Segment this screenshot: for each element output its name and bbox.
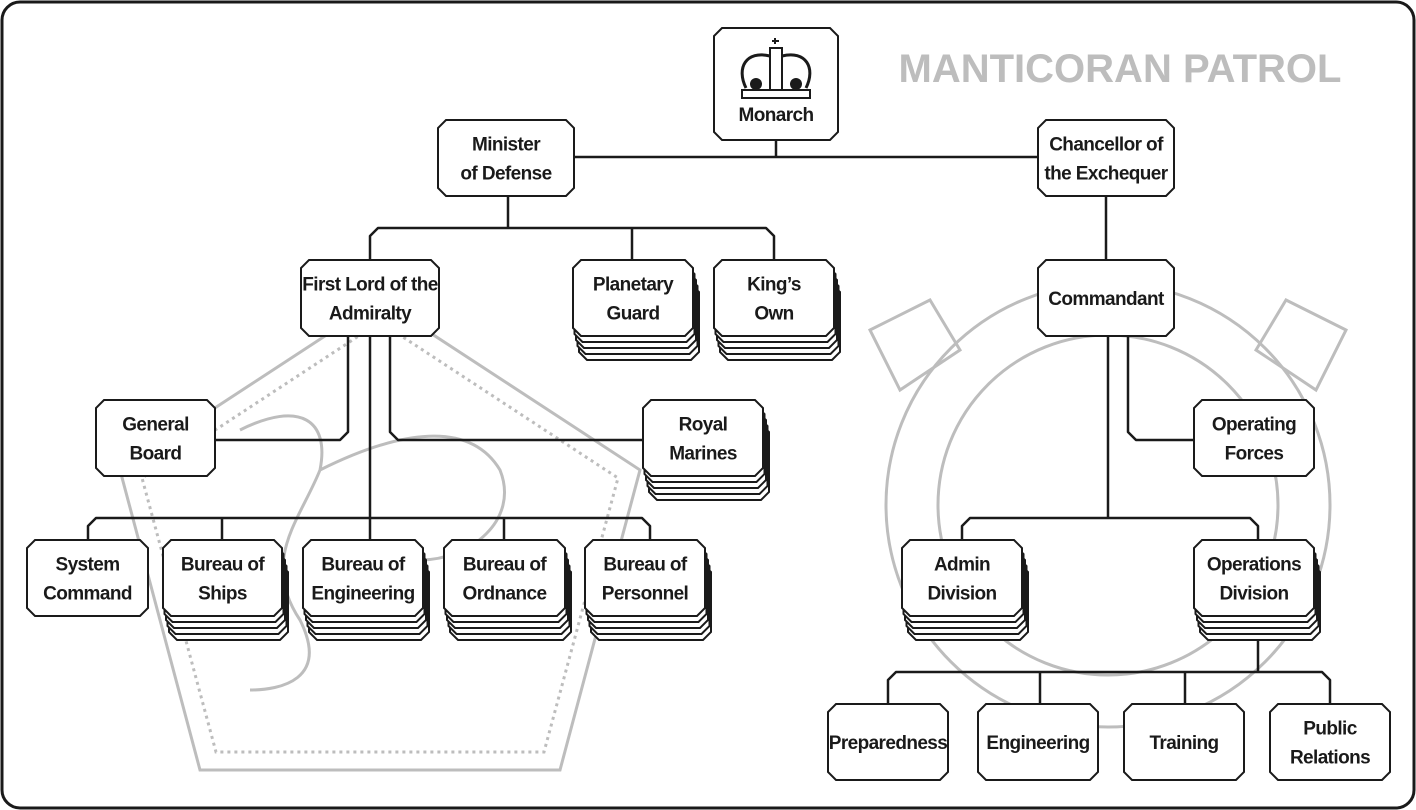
- node-label: of Defense: [460, 164, 551, 185]
- node-box: [437, 119, 575, 197]
- connector-line: [388, 336, 643, 442]
- node-box: [443, 539, 566, 617]
- node-box: [1269, 703, 1391, 781]
- node-label: Forces: [1225, 444, 1284, 465]
- node-label: First Lord of the: [302, 275, 437, 296]
- node-label: Preparedness: [829, 733, 948, 754]
- node-label: System: [56, 555, 120, 576]
- node-label: Guard: [607, 304, 660, 325]
- connector-line: [215, 336, 350, 442]
- node-label: Bureau of: [181, 555, 266, 576]
- node-box: [901, 539, 1023, 617]
- node-label: Ordnance: [463, 584, 547, 605]
- connector-line: [86, 516, 652, 540]
- node-bureau-of-engineering: Bureau of Engineering: [302, 539, 430, 641]
- node-box: [302, 539, 424, 617]
- node-label: the Exchequer: [1044, 164, 1168, 185]
- crown-icon: [740, 38, 812, 99]
- node-commandant: Commandant: [1037, 259, 1175, 337]
- connector-line: [574, 140, 1038, 159]
- node-box: [95, 399, 216, 477]
- node-label: Engineering: [986, 733, 1089, 754]
- node-label: Admiralty: [329, 304, 412, 325]
- node-label: Bureau of: [463, 555, 548, 576]
- node-minister-of-defense: Minister of Defense: [437, 119, 575, 197]
- connector-line: [1126, 336, 1194, 442]
- node-engineering: Engineering: [977, 703, 1099, 781]
- node-preparedness: Preparedness: [827, 703, 949, 781]
- node-label: Bureau of: [603, 555, 688, 576]
- cannons-watermark: [867, 298, 1349, 393]
- node-box: [1037, 259, 1175, 337]
- node-box: [713, 259, 835, 337]
- node-label: Board: [130, 444, 182, 465]
- node-label: Admin: [934, 555, 990, 576]
- node-box: [572, 259, 694, 337]
- node-monarch: Monarch: [713, 27, 839, 141]
- node-training: Training: [1123, 703, 1245, 781]
- seal-text-watermark: MANTICORAN PATROL: [899, 47, 1342, 91]
- node-bureau-of-personnel: Bureau of Personnel: [584, 539, 712, 641]
- node-box: [1123, 703, 1245, 781]
- node-label: King’s: [747, 275, 801, 296]
- node-label: Bureau of: [321, 555, 406, 576]
- node-label: Training: [1149, 733, 1218, 754]
- node-label: Personnel: [602, 584, 688, 605]
- node-label: Marines: [669, 444, 737, 465]
- node-bureau-of-ships: Bureau of Ships: [162, 539, 289, 641]
- node-box: [584, 539, 706, 617]
- node-label: Division: [1219, 584, 1288, 605]
- connector-line: [368, 196, 776, 260]
- node-box: [162, 539, 283, 617]
- node-box: [642, 399, 764, 477]
- node-box: [1037, 119, 1175, 197]
- node-label: General: [122, 415, 189, 436]
- node-box: [827, 703, 949, 781]
- node-label: Royal: [679, 415, 728, 436]
- node-label: Own: [754, 304, 793, 325]
- node-label: Monarch: [739, 105, 814, 126]
- node-label: Engineering: [311, 584, 414, 605]
- node-chancellor-of-the-exchequer: Chancellor of the Exchequer: [1037, 119, 1175, 197]
- connector-line: [960, 336, 1260, 540]
- node-label: Chancellor of: [1049, 135, 1164, 156]
- node-box: [1193, 539, 1315, 617]
- node-label: Planetary: [593, 275, 674, 296]
- node-label: Ships: [198, 584, 247, 605]
- node-label: Operations: [1207, 555, 1301, 576]
- node-box: [26, 539, 149, 617]
- node-label: Minister: [472, 135, 541, 156]
- node-box: [300, 259, 440, 337]
- node-label: Relations: [1290, 748, 1370, 769]
- node-label: Operating: [1212, 415, 1296, 436]
- node-bureau-of-ordnance: Bureau of Ordnance: [443, 539, 572, 641]
- node-label: Commandant: [1048, 289, 1165, 310]
- node-box: [977, 703, 1099, 781]
- connector-line: [886, 640, 1332, 704]
- connectors: [86, 140, 1332, 704]
- node-box: [1193, 399, 1315, 477]
- node-label: Division: [927, 584, 996, 605]
- node-label: Public: [1303, 719, 1357, 740]
- node-label: Command: [43, 584, 132, 605]
